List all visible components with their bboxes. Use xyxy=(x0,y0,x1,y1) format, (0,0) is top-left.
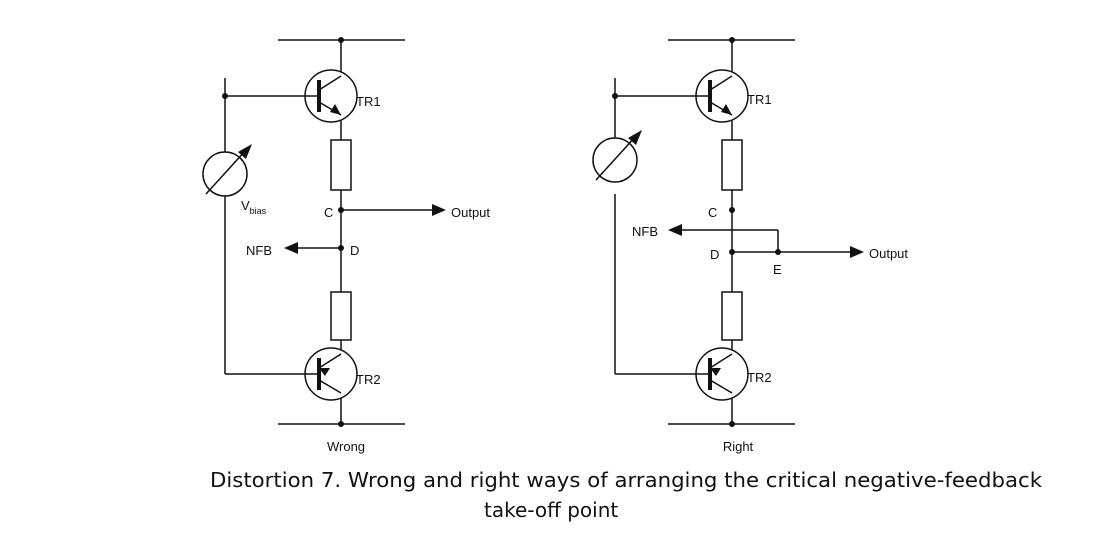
tr2-transistor xyxy=(695,347,749,401)
wrong-circuit: TR1 TR2 C D Output NFB Vbias Wrong xyxy=(202,37,490,454)
nfb-label: NFB xyxy=(246,243,272,258)
vbias-source-icon xyxy=(592,130,642,183)
wrong-label: Wrong xyxy=(327,439,365,454)
output-label: Output xyxy=(869,246,908,261)
output-arrow-icon xyxy=(432,204,446,216)
node-e-label: E xyxy=(773,262,782,277)
tr1-label: TR1 xyxy=(747,92,772,107)
vbias-subscript: bias xyxy=(250,206,267,216)
output-label: Output xyxy=(451,205,490,220)
node-d-label: D xyxy=(350,243,359,258)
right-circuit: TR1 TR2 C D E Output NFB Right xyxy=(592,37,908,454)
upper-resistor xyxy=(721,139,743,191)
right-label: Right xyxy=(723,439,754,454)
node-c-dot xyxy=(729,207,735,213)
caption-line-1: Distortion 7. Wrong and right ways of ar… xyxy=(210,468,1042,492)
nfb-arrow-icon xyxy=(284,242,298,254)
lower-resistor xyxy=(721,291,743,341)
upper-resistor xyxy=(330,139,352,191)
node-c-label: C xyxy=(324,205,333,220)
vbias-main: V xyxy=(241,198,250,213)
tr2-label: TR2 xyxy=(356,372,381,387)
tr2-transistor xyxy=(304,347,358,401)
nfb-arrow-icon xyxy=(668,224,682,236)
output-arrow-icon xyxy=(850,246,864,258)
node-d-label: D xyxy=(710,247,719,262)
vbias-source-icon xyxy=(202,144,252,197)
tr2-label: TR2 xyxy=(747,370,772,385)
node-c-label: C xyxy=(708,205,717,220)
tr1-transistor xyxy=(695,69,749,123)
tr1-transistor xyxy=(304,69,358,123)
junction-dot xyxy=(612,93,618,99)
junction-dot xyxy=(222,93,228,99)
caption-line-2: take-off point xyxy=(484,498,618,522)
vbias-label: Vbias xyxy=(241,198,267,216)
nfb-label: NFB xyxy=(632,224,658,239)
tr1-label: TR1 xyxy=(356,94,381,109)
lower-resistor xyxy=(330,291,352,341)
